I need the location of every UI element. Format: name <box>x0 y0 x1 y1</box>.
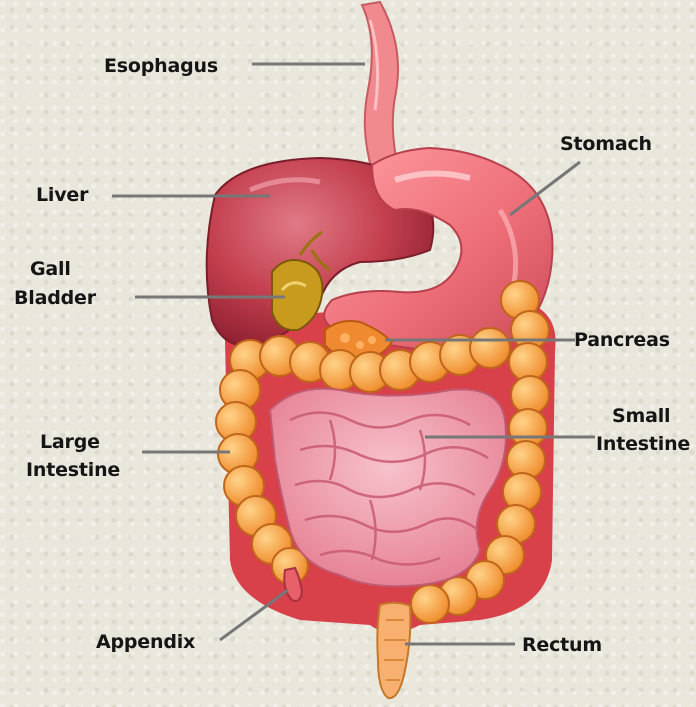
label-stomach: Stomach <box>560 132 652 156</box>
esophagus-shape <box>362 2 400 175</box>
label-large-intestine-line2: Intestine <box>26 458 120 482</box>
label-esophagus: Esophagus <box>104 54 218 78</box>
label-rectum: Rectum <box>522 633 602 657</box>
label-gall-bladder-line2: Bladder <box>14 286 96 310</box>
label-large-intestine-line1: Large <box>40 430 100 454</box>
label-small-intestine-line2: Intestine <box>596 432 690 456</box>
label-appendix: Appendix <box>96 630 195 654</box>
label-liver: Liver <box>36 183 88 207</box>
label-gall-bladder-line1: Gall <box>30 257 71 281</box>
label-small-intestine-line1: Small <box>612 404 670 428</box>
rectum-shape <box>377 603 410 698</box>
label-pancreas: Pancreas <box>574 328 670 352</box>
small-intestine-shape <box>270 389 506 587</box>
